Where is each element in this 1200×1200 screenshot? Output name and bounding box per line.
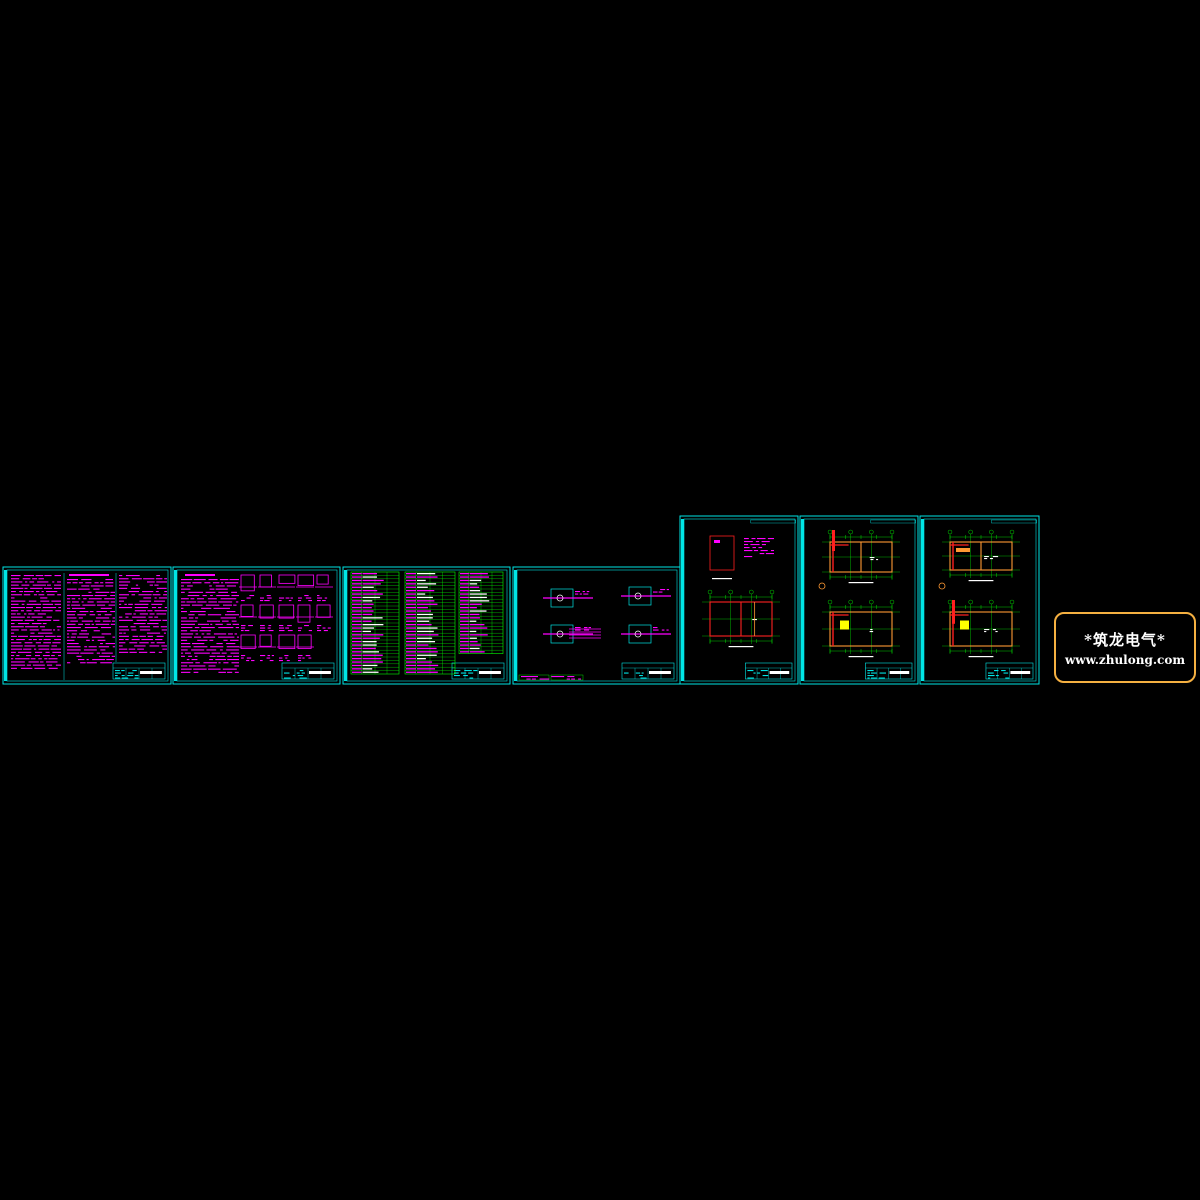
watermark-url: www.zhulong.com: [1064, 652, 1186, 667]
drawing-sheet-1: [2, 566, 172, 685]
zhulong-watermark-logo: *筑龙电气* www.zhulong.com: [1054, 612, 1196, 683]
drawing-sheet-7: [919, 515, 1040, 685]
drawing-sheet-6: [799, 515, 919, 685]
drawing-sheets: [2, 515, 1040, 685]
watermark-title: *筑龙电气*: [1084, 630, 1166, 649]
drawing-sheet-4: [512, 566, 681, 685]
drawing-sheet-2: [172, 566, 341, 685]
drawing-sheet-5: [679, 515, 799, 685]
drawing-sheet-3: [342, 566, 511, 685]
